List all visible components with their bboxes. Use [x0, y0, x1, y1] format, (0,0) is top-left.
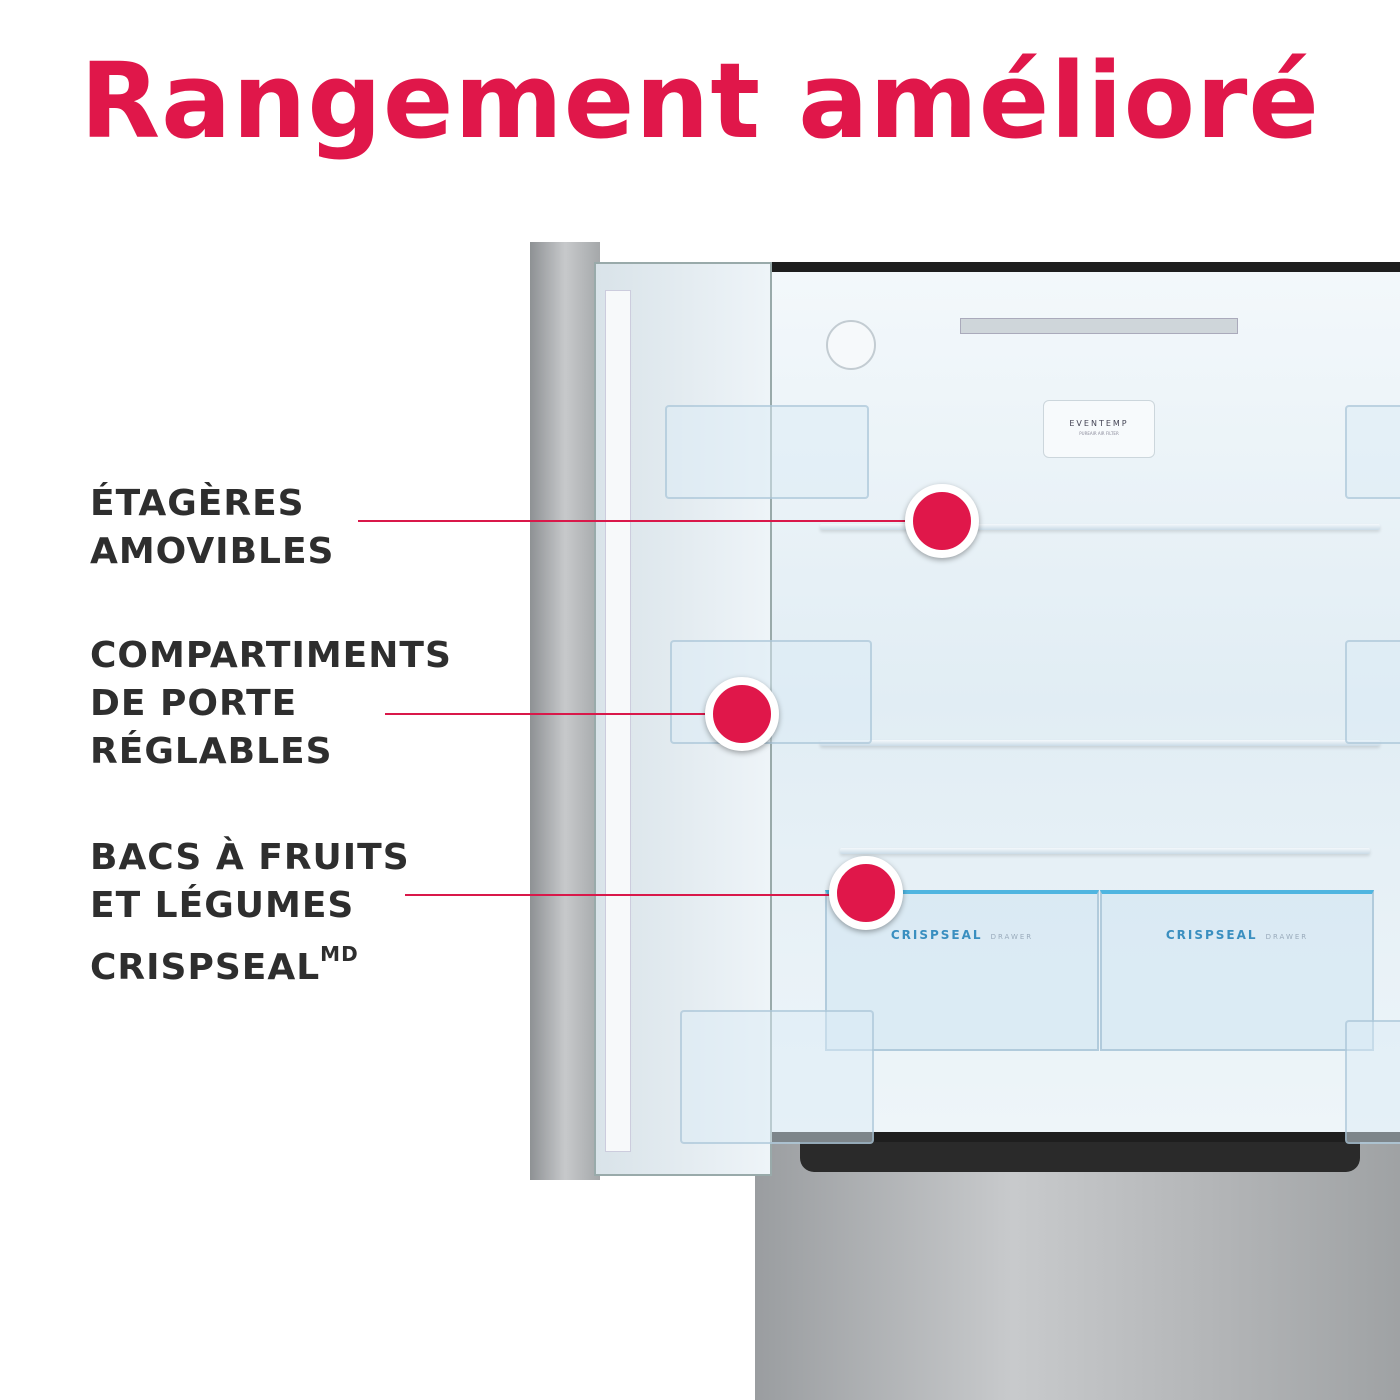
callout-label-shelves: ÉTAGÈRES AMOVIBLES: [90, 480, 334, 576]
callout-leader-shelves: [358, 520, 918, 522]
callout-text: CRISPSEAL: [90, 947, 321, 988]
callout-line: BACS À FRUITS: [90, 837, 410, 878]
right-door-bin-bottom: [1345, 1020, 1400, 1144]
callout-line: ET LÉGUMES: [90, 885, 355, 926]
hotspot-crispers[interactable]: [829, 856, 903, 930]
filter-brand: EVENTEMP: [1069, 419, 1129, 428]
callout-line: DE PORTE: [90, 683, 298, 724]
hotspot-door-bins[interactable]: [705, 677, 779, 751]
right-door-bin-middle: [1345, 640, 1400, 744]
callout-leader-crispers: [405, 894, 840, 896]
drawer-brand: CRISPSEAL: [1165, 928, 1258, 942]
callout-line: CRISPSEALMD: [90, 930, 410, 992]
drawer-label: DRAWER: [990, 933, 1034, 941]
shelf-middle: [820, 740, 1380, 746]
callout-line: RÉGLABLES: [90, 731, 333, 772]
freezer-handle: [800, 1140, 1360, 1172]
drawer-label: DRAWER: [1265, 933, 1309, 941]
door-bin-top: [665, 405, 869, 499]
freezer-drawer: [755, 1140, 1400, 1400]
hotspot-shelves[interactable]: [905, 484, 979, 558]
crisper-drawer-right: CRISPSEAL DRAWER: [1100, 890, 1374, 1051]
page-title: Rangement amélioré: [80, 40, 1320, 162]
door-bin-bottom: [680, 1010, 874, 1144]
filter-subtitle: PUREAIR AIR FILTER: [1079, 431, 1119, 436]
shelf-top: [820, 524, 1380, 530]
water-filter-cap: [826, 320, 876, 370]
callout-leader-door-bins: [385, 713, 715, 715]
callout-label-door-bins: COMPARTIMENTS DE PORTE RÉGLABLES: [90, 632, 452, 776]
door-gasket: [605, 290, 631, 1152]
light-bar: [960, 318, 1238, 334]
callout-line: COMPARTIMENTS: [90, 635, 452, 676]
trademark-superscript: MD: [320, 942, 359, 966]
air-filter: EVENTEMP PUREAIR AIR FILTER: [1043, 400, 1155, 458]
drawer-brand: CRISPSEAL: [890, 928, 983, 942]
shelf-bottom: [840, 848, 1370, 854]
left-door-edge: [530, 242, 600, 1180]
callout-label-crispers: BACS À FRUITS ET LÉGUMES CRISPSEALMD: [90, 834, 410, 992]
callout-line: ÉTAGÈRES: [90, 483, 305, 524]
callout-line: AMOVIBLES: [90, 531, 335, 572]
right-door-bin-top: [1345, 405, 1400, 499]
